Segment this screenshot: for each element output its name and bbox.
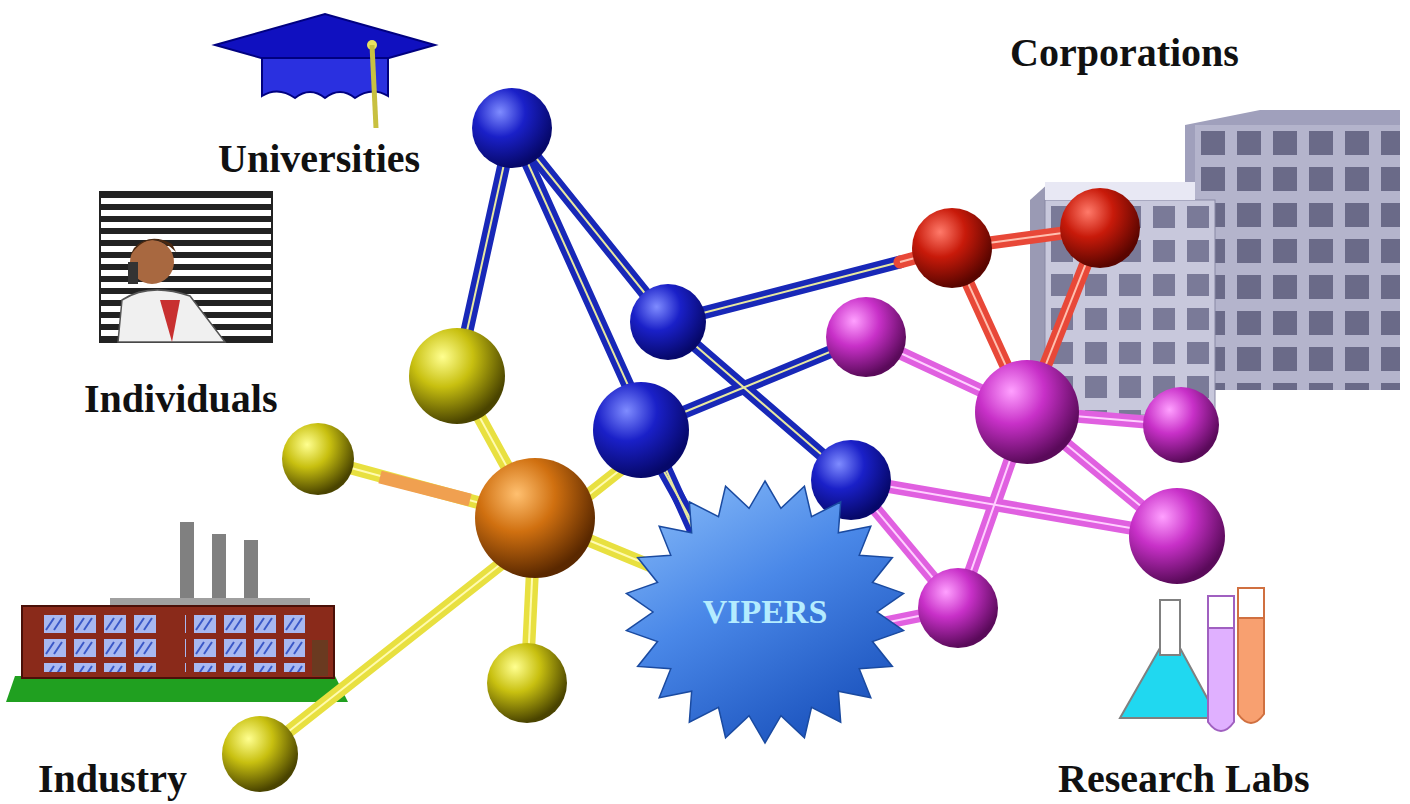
category-label: Research Labs [1058,758,1309,800]
node-title: VIPERS [703,593,828,631]
node-text-holder: VIPERS [625,481,905,743]
starburst-node: VIPERS [625,481,905,743]
category-label: Industry [38,758,187,800]
starburst-outline [626,481,903,743]
category-label: Corporations [1010,32,1239,74]
category-label: Universities [218,138,420,180]
category-label: Individuals [84,378,277,420]
